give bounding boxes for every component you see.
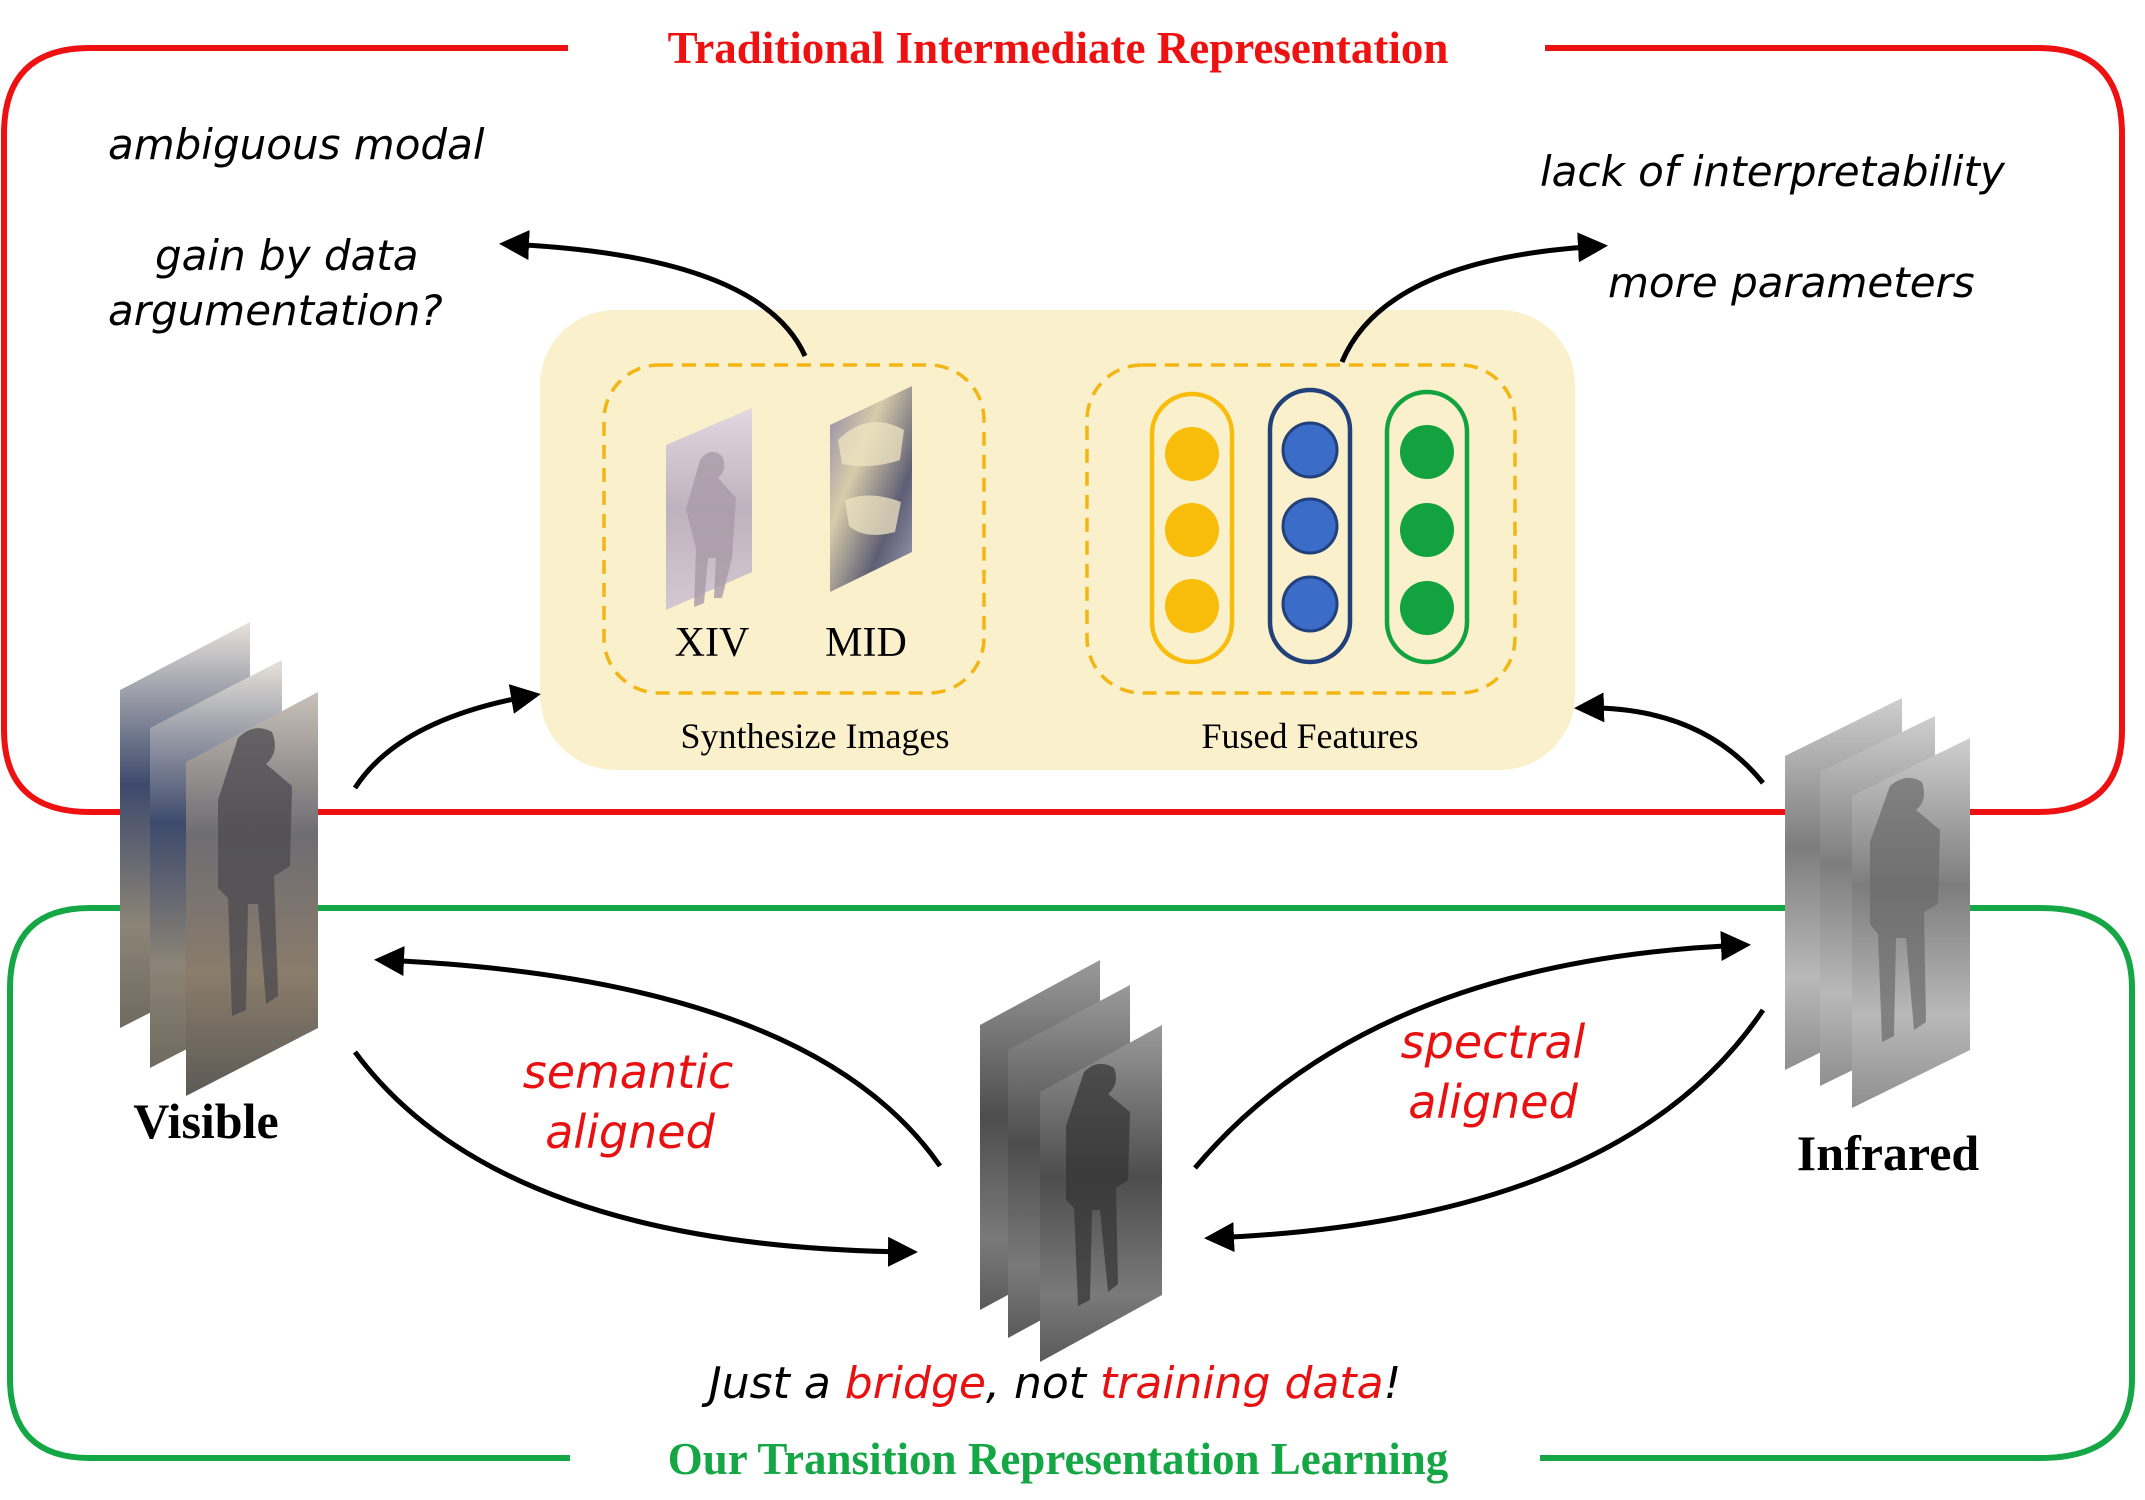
note-lack-of-interpretability: lack of interpretability: [1540, 147, 2006, 196]
feature-dot-green: [1400, 503, 1454, 557]
infrared-person-silhouette: [1870, 777, 1940, 1042]
arrow-visible-to-panel: [352, 684, 541, 790]
xiv-person-silhouette: [686, 451, 736, 607]
label-spectral: spectral: [1401, 1015, 1586, 1069]
synthesize-images-caption: Synthesize Images: [681, 716, 950, 756]
arrow-infrared-to-panel: [1574, 692, 1765, 785]
bottom-note-bridge: bridge: [845, 1358, 986, 1409]
label-semantic: semantic: [523, 1045, 734, 1099]
arrow-transition-to-visible: [374, 946, 943, 1168]
feature-dot-green: [1400, 581, 1454, 635]
arrow-transition-to-infrared: [1193, 930, 1751, 1170]
visible-image-stack: [120, 622, 318, 1096]
feature-dot-green: [1400, 425, 1454, 479]
bottom-note-part1: Just a: [701, 1358, 845, 1409]
bottom-panel-title: Our Transition Representation Learning: [668, 1434, 1449, 1484]
label-semantic-aligned: aligned: [545, 1105, 715, 1159]
feature-dot-yellow: [1165, 503, 1219, 557]
feature-dot-yellow: [1165, 579, 1219, 633]
bottom-panel-border: [7, 905, 2135, 1461]
mid-label: MID: [825, 620, 907, 666]
note-gain-by-data: gain by data: [155, 231, 419, 280]
note-ambiguous-modal: ambiguous modal: [108, 120, 485, 169]
feature-column-yellow: [1149, 391, 1235, 665]
feature-dot-blue: [1281, 575, 1339, 633]
arrow-fused-to-right-notes: [1339, 232, 1608, 363]
arrow-infrared-to-transition: [1204, 1008, 1766, 1253]
feature-dot-blue: [1281, 421, 1339, 479]
fused-features-box: [1085, 363, 1517, 695]
note-argumentation: argumentation?: [108, 286, 443, 335]
visible-person-silhouette: [218, 728, 292, 1016]
infrared-label: Infrared: [1797, 1125, 1980, 1181]
infrared-image-stack: [1785, 698, 1970, 1108]
bottom-note-training-data: training data: [1100, 1358, 1384, 1409]
top-panel-border: [1, 45, 2125, 815]
xiv-label: XIV: [675, 620, 750, 666]
visible-label: Visible: [133, 1093, 278, 1149]
label-spectral-aligned: aligned: [1408, 1075, 1578, 1129]
bottom-note-part5: !: [1384, 1358, 1402, 1409]
top-panel-title: Traditional Intermediate Representation: [668, 23, 1449, 73]
transition-person-silhouette: [1066, 1063, 1130, 1306]
transition-image-stack: [980, 960, 1162, 1362]
mid-image-texture: [838, 422, 904, 535]
arrow-visible-to-transition: [352, 1050, 918, 1267]
arrow-synth-to-left-notes: [499, 230, 808, 358]
synthesize-images-box: [602, 363, 986, 695]
feature-dot-yellow: [1165, 427, 1219, 481]
feature-column-green: [1384, 389, 1470, 665]
fused-features-caption: Fused Features: [1202, 716, 1419, 756]
bottom-note: Just a bridge, not training data!: [701, 1358, 1401, 1409]
feature-column-blue: [1267, 387, 1353, 665]
note-more-parameters: more parameters: [1608, 258, 1975, 307]
bottom-note-part3: , not: [986, 1358, 1100, 1409]
feature-dot-blue: [1281, 497, 1339, 555]
